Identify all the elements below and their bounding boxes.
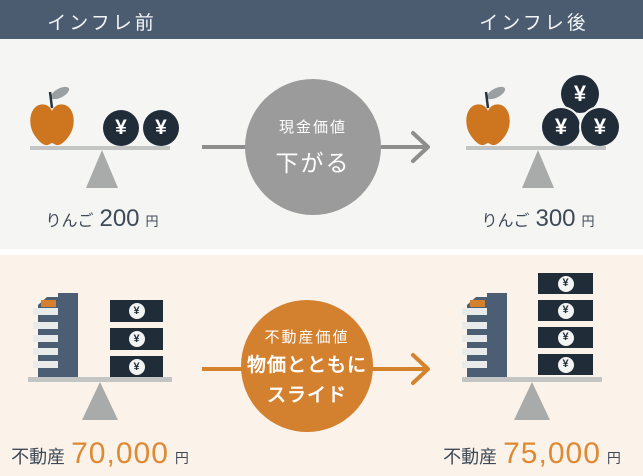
yen-symbol: ¥ (115, 116, 127, 139)
building-window (462, 322, 487, 329)
scale-fulcrum (82, 382, 118, 420)
cash-before-price-label: りんご 200 円 (45, 205, 158, 233)
apple-icon (466, 86, 510, 146)
cash-section: 現金価値 下がる ¥ ¥ りんご 200 円 (0, 39, 643, 249)
yen-symbol: ¥ (155, 116, 167, 139)
yen-bill-icon: ¥ (538, 354, 593, 375)
cash-value-circle: 現金価値 下がる (245, 79, 381, 215)
yen-coin-icon: ¥ (542, 108, 580, 146)
yen-bill-icon: ¥ (110, 356, 163, 378)
yen-symbol: ¥ (562, 277, 569, 289)
item-name: 不動産 (443, 447, 498, 467)
building-window (33, 308, 58, 315)
price-value: 75,000 (503, 437, 601, 470)
building-window (462, 348, 487, 355)
price-unit: 円 (174, 450, 189, 466)
yen-bill-icon: ¥ (538, 273, 593, 294)
before-inflation-label: インフレ前 (47, 13, 157, 34)
price-unit: 円 (145, 214, 159, 229)
building-window (462, 361, 487, 368)
scale-fulcrum (522, 150, 554, 188)
scale-fulcrum (514, 382, 550, 420)
cash-after-price-label: りんご 300 円 (481, 205, 594, 233)
yen-coin-icon: ¥ (561, 75, 599, 113)
yen-symbol: ¥ (573, 81, 587, 106)
property-before-price-label: 不動産 70,000 円 (11, 437, 189, 471)
property-section: 不動産価値 物価とともに スライド ¥ ¥ ¥ (0, 255, 643, 476)
yen-bill-icon: ¥ (110, 328, 163, 350)
property-value-circle: 不動産価値 物価とともに スライド (241, 300, 373, 432)
yen-symbol: ¥ (133, 360, 140, 373)
scale-beam (466, 146, 606, 150)
scale-beam (28, 377, 172, 382)
building-window (462, 308, 487, 315)
yen-symbol: ¥ (562, 358, 569, 370)
scale-fulcrum (86, 150, 118, 188)
price-value: 300 (535, 205, 576, 232)
building-window (33, 361, 58, 368)
scale-beam (462, 377, 602, 382)
building-window (33, 335, 58, 342)
building-icon (462, 293, 507, 377)
yen-bill-icon: ¥ (538, 327, 593, 348)
building-window (462, 335, 487, 342)
yen-coin-icon: ¥ (103, 110, 139, 146)
property-after-price-label: 不動産 75,000 円 (443, 437, 621, 471)
building-accent (470, 300, 485, 307)
property-circle-line1: 不動産価値 (264, 328, 350, 346)
property-circle-line2: 物価とともに (246, 354, 367, 376)
yen-symbol: ¥ (562, 331, 569, 343)
yen-symbol: ¥ (562, 304, 569, 316)
price-value: 70,000 (71, 437, 169, 470)
yen-symbol: ¥ (554, 114, 568, 139)
item-name: 不動産 (11, 447, 66, 467)
building-accent (41, 300, 56, 307)
item-name: りんご (481, 213, 530, 230)
yen-bill-icon: ¥ (538, 300, 593, 321)
price-unit: 円 (581, 214, 595, 229)
scale-beam (30, 146, 170, 150)
building-icon (33, 293, 78, 377)
price-value: 200 (99, 205, 140, 232)
yen-bill-icon: ¥ (110, 300, 163, 322)
header-bar: インフレ前 インフレ後 (0, 0, 643, 39)
property-circle-line3: スライド (266, 384, 347, 406)
yen-symbol: ¥ (133, 332, 140, 345)
section-divider (0, 249, 643, 255)
yen-symbol: ¥ (593, 114, 607, 139)
yen-symbol: ¥ (133, 304, 140, 317)
price-unit: 円 (606, 450, 621, 466)
building-window (33, 348, 58, 355)
yen-coin-icon: ¥ (143, 110, 179, 146)
cash-circle-line2: 下がる (275, 150, 351, 176)
apple-icon (30, 86, 74, 146)
item-name: りんご (45, 213, 94, 230)
yen-coin-icon: ¥ (581, 108, 619, 146)
after-inflation-label: インフレ後 (479, 13, 589, 34)
building-window (33, 322, 58, 329)
cash-circle-line1: 現金価値 (278, 119, 347, 136)
